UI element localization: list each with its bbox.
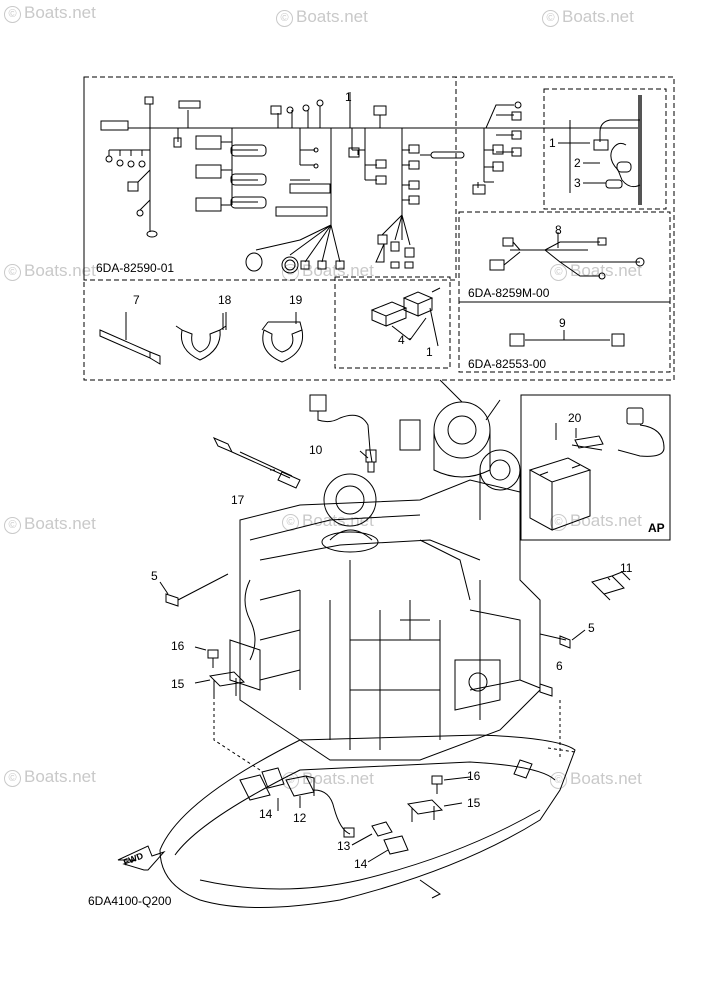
callout-5: 5 — [588, 621, 595, 635]
watermark: ©Boats.net — [550, 770, 642, 789]
watermark: ©Boats.net — [542, 8, 634, 27]
callout-4: 4 — [398, 333, 405, 347]
watermark: ©Boats.net — [4, 515, 96, 534]
callout-15: 15 — [171, 677, 185, 691]
relay-drawing — [370, 287, 441, 347]
copyright-icon: © — [550, 264, 567, 281]
footer-code: 6DA4100-Q200 — [88, 894, 172, 908]
ap-label: AP — [648, 521, 665, 535]
bottom-cowling-drawing — [159, 700, 576, 908]
callout-12: 12 — [293, 811, 307, 825]
watermark: ©Boats.net — [282, 262, 374, 281]
watermark: ©Boats.net — [282, 512, 374, 531]
harness-kit-boxes — [83, 76, 675, 381]
callout-8: 8 — [555, 223, 562, 237]
callout-1: 1 — [549, 136, 556, 150]
callout-17: 17 — [231, 493, 245, 507]
ap-box — [520, 394, 671, 541]
callout-5: 5 — [151, 569, 158, 583]
callout-14: 14 — [354, 857, 368, 871]
copyright-icon: © — [282, 514, 299, 531]
callout-14: 14 — [259, 807, 273, 821]
callout-13: 13 — [337, 839, 351, 853]
sensor-clamp-inset — [558, 95, 642, 205]
fwd-arrow-icon — [117, 845, 166, 871]
sub-harness-drawing — [489, 232, 645, 280]
callout-1: 1 — [345, 90, 352, 104]
callout-7: 7 — [133, 293, 140, 307]
callout-16: 16 — [467, 769, 481, 783]
callout-16: 16 — [171, 639, 185, 653]
callout-19: 19 — [289, 293, 303, 307]
watermark: ©Boats.net — [4, 4, 96, 23]
callout-leaders — [159, 313, 611, 863]
main-harness-drawing — [100, 92, 640, 274]
watermark: ©Boats.net — [276, 8, 368, 27]
copyright-icon: © — [4, 517, 21, 534]
copyright-icon: © — [4, 770, 21, 787]
watermark: ©Boats.net — [4, 262, 96, 281]
copyright-icon: © — [276, 10, 293, 27]
callout-9: 9 — [559, 316, 566, 330]
callout-15: 15 — [467, 796, 481, 810]
watermark: ©Boats.net — [4, 768, 96, 787]
callout-1: 1 — [426, 345, 433, 359]
engine-block-drawing — [229, 379, 541, 761]
copyright-icon: © — [550, 514, 567, 531]
callout-10: 10 — [309, 443, 323, 457]
lead-drawing — [509, 330, 625, 347]
callout-11: 11 — [620, 561, 633, 575]
callout-2: 2 — [574, 156, 581, 170]
callout-6: 6 — [556, 659, 563, 673]
detail-parts — [117, 394, 631, 871]
callout-18: 18 — [218, 293, 232, 307]
callout-20: 20 — [568, 411, 582, 425]
kit-code-sub: 6DA-8259M-00 — [468, 286, 550, 300]
ap-inset-drawing — [528, 407, 665, 531]
copyright-icon: © — [4, 6, 21, 23]
copyright-icon: © — [550, 772, 567, 789]
kit-code-lead: 6DA-82553-00 — [468, 357, 547, 371]
ties-and-clamps — [99, 312, 304, 365]
copyright-icon: © — [542, 10, 559, 27]
watermark: ©Boats.net — [550, 262, 642, 281]
copyright-icon: © — [4, 264, 21, 281]
kit-code-main: 6DA-82590-01 — [96, 261, 175, 275]
callout-3: 3 — [574, 176, 581, 190]
